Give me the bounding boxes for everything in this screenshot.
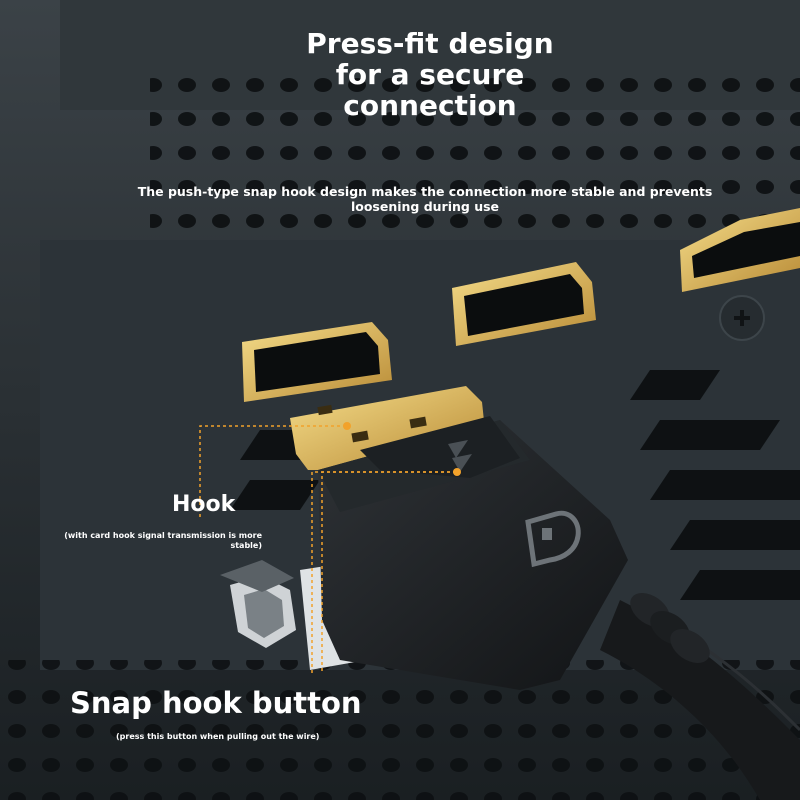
subheadline: The push-type snap hook design makes the…	[137, 184, 713, 214]
hook-note: (with card hook signal transmission is m…	[64, 531, 262, 550]
hook-label: Hook	[172, 492, 236, 517]
vent-plate-top	[150, 60, 800, 260]
displayport-plug-body	[318, 416, 628, 690]
headline: Press-fit design for a secure connection	[306, 27, 554, 122]
hdmi-socket-right	[680, 208, 800, 292]
displayport-cable	[600, 592, 800, 800]
displayport-socket-left	[242, 322, 392, 402]
phillips-screw-icon	[719, 295, 765, 341]
snap-button-callout-dot	[453, 468, 461, 476]
snap-hook-button-label: Snap hook button	[70, 686, 362, 720]
snap-hook-button-note: (press this button when pulling out the …	[116, 732, 320, 741]
snap-hook-arrow-icon	[448, 440, 472, 472]
displayport-logo-icon	[525, 510, 581, 568]
displayport-socket-middle	[452, 262, 596, 346]
snap-button-callout-line	[311, 471, 456, 674]
hook-callout-line	[199, 425, 346, 520]
hex-standoff	[220, 560, 296, 648]
hook-callout-dot	[343, 422, 351, 430]
